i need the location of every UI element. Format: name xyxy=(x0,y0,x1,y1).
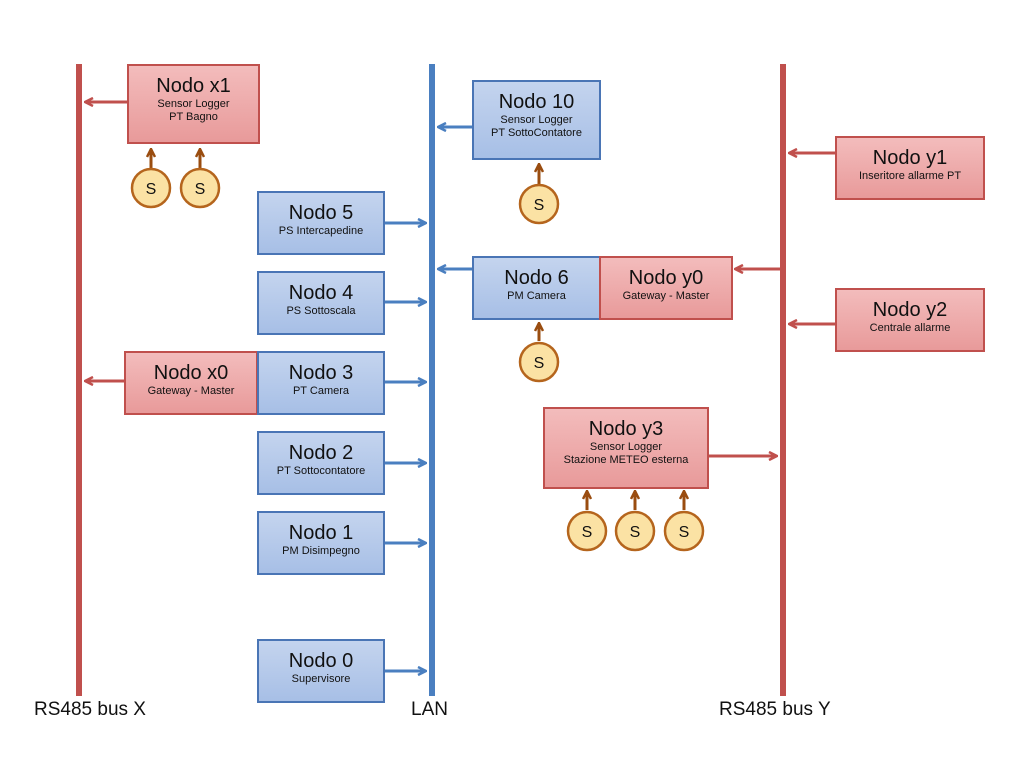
node-5: Nodo 5 PS Intercapedine xyxy=(257,191,385,255)
sensor-label: S xyxy=(582,524,593,541)
sensor-circle xyxy=(518,183,560,225)
node-subtitle: PM Camera xyxy=(507,290,566,302)
node-title: Nodo 0 xyxy=(288,650,354,672)
node-x0: Nodo x0 Gateway - Master xyxy=(124,351,258,415)
sensor-x1-b: S xyxy=(179,149,221,209)
sensor-label: S xyxy=(195,181,206,198)
node-y0: Nodo y0 Gateway - Master xyxy=(599,256,733,320)
node-2: Nodo 2 PT Sottocontatore xyxy=(257,431,385,495)
node-subtitle: PT Camera xyxy=(292,385,350,397)
node-title: Nodo y2 xyxy=(872,299,948,321)
node-title: Nodo y1 xyxy=(872,147,948,169)
node-x1: Nodo x1 Sensor Logger PT Bagno xyxy=(127,64,260,144)
node-6: Nodo 6 PM Camera xyxy=(472,256,601,320)
sensor-circle xyxy=(518,341,560,383)
sensor-y3-b: S xyxy=(614,491,656,552)
sensor-label: S xyxy=(534,355,545,372)
node-title: Nodo 4 xyxy=(288,282,354,304)
node-subtitle: PT Sottocontatore xyxy=(276,465,366,477)
node-title: Nodo y3 xyxy=(588,418,664,440)
sensor-label: S xyxy=(146,181,157,198)
node-4: Nodo 4 PS Sottoscala xyxy=(257,271,385,335)
bus-x-label: RS485 bus X xyxy=(34,699,146,720)
node-subtitle: PS Sottoscala xyxy=(286,305,356,317)
node-title: Nodo x0 xyxy=(153,362,229,384)
sensor-label: S xyxy=(534,197,545,214)
sensor-circle xyxy=(663,510,705,552)
node-title: Nodo 6 xyxy=(504,267,569,289)
node-title: Nodo x1 xyxy=(156,75,231,97)
node-10: Nodo 10 Sensor Logger PT SottoContatore xyxy=(472,80,601,160)
bus-y-label: RS485 bus Y xyxy=(719,699,831,720)
node-subtitle: Sensor Logger PT SottoContatore xyxy=(491,114,582,139)
node-title: Nodo y0 xyxy=(628,267,704,289)
node-title: Nodo 1 xyxy=(288,522,354,544)
sensor-circle xyxy=(130,167,172,209)
node-y2: Nodo y2 Centrale allarme xyxy=(835,288,985,352)
node-title: Nodo 5 xyxy=(288,202,354,224)
node-subtitle: PS Intercapedine xyxy=(278,225,364,237)
node-title: Nodo 2 xyxy=(288,442,354,464)
node-subtitle: Centrale allarme xyxy=(869,322,951,334)
node-3: Nodo 3 PT Camera xyxy=(257,351,385,415)
node-title: Nodo 10 xyxy=(498,91,575,113)
node-subtitle: PM Disimpegno xyxy=(282,545,360,557)
lan-label: LAN xyxy=(411,699,448,720)
sensor-circle xyxy=(566,510,608,552)
node-0: Nodo 0 Supervisore xyxy=(257,639,385,703)
node-subtitle: Sensor Logger PT Bagno xyxy=(157,98,230,123)
node-1: Nodo 1 PM Disimpegno xyxy=(257,511,385,575)
sensor-x1-a: S xyxy=(130,149,172,209)
sensor-circle xyxy=(614,510,656,552)
sensor-y3-c: S xyxy=(663,491,705,552)
sensor-label: S xyxy=(630,524,641,541)
node-subtitle: Gateway - Master xyxy=(147,385,235,397)
node-subtitle: Inseritore allarme PT xyxy=(858,170,962,182)
sensor-y3-a: S xyxy=(566,491,608,552)
node-y1: Nodo y1 Inseritore allarme PT xyxy=(835,136,985,200)
node-y3: Nodo y3 Sensor Logger Stazione METEO est… xyxy=(543,407,709,489)
node-subtitle: Gateway - Master xyxy=(622,290,710,302)
sensor-circle xyxy=(179,167,221,209)
node-title: Nodo 3 xyxy=(288,362,354,384)
node-subtitle: Supervisore xyxy=(291,673,351,685)
connection-arrows xyxy=(85,102,835,671)
node-subtitle: Sensor Logger Stazione METEO esterna xyxy=(563,441,689,466)
sensor-n10: S xyxy=(518,164,560,225)
sensor-label: S xyxy=(679,524,690,541)
sensor-n6: S xyxy=(518,323,560,383)
